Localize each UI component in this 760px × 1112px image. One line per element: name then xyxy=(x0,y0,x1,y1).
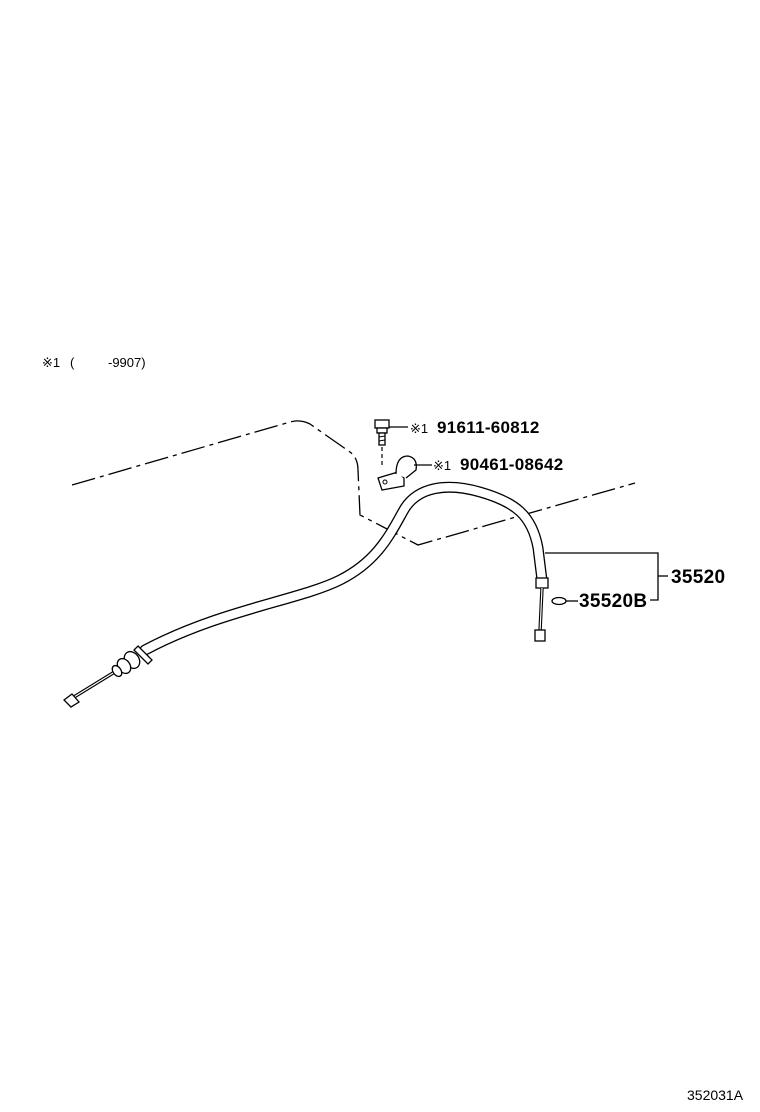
clamp-prefix: ※1 xyxy=(433,458,451,473)
clamp-icon xyxy=(377,455,417,491)
cable-assembly-part-number: 35520 xyxy=(671,567,725,588)
o-ring-icon xyxy=(551,596,567,606)
note-paren: ( xyxy=(70,355,75,370)
bolt-part-number: 91611-60812 xyxy=(437,418,540,437)
body-outline xyxy=(71,420,636,546)
applicability-note: ※1 ( -9907) xyxy=(42,355,146,370)
assembly-bracket xyxy=(545,552,668,602)
note-range: -9907) xyxy=(108,355,146,370)
bolt-icon xyxy=(374,419,390,468)
bolt-prefix: ※1 xyxy=(410,421,428,436)
cable-icon xyxy=(63,481,549,708)
note-symbol: ※1 xyxy=(42,355,60,370)
clamp-part-number: 90461-08642 xyxy=(460,455,564,474)
cable-sub-part-number: 35520B xyxy=(579,591,647,612)
figure-number: 352031A xyxy=(687,1087,744,1103)
